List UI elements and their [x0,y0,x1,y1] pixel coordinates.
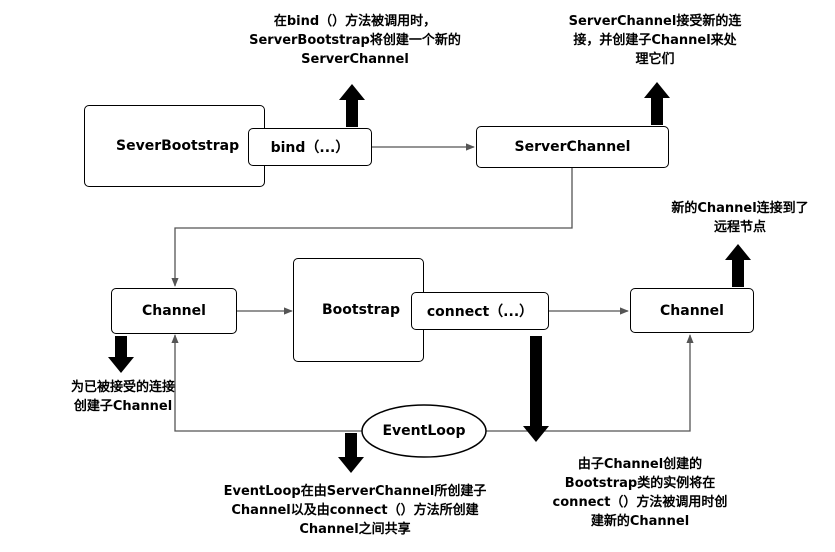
note-remote: 新的Channel连接到了 远程节点 [640,199,835,237]
severbootstrap-label: SeverBootstrap [116,138,240,154]
eventloop-label-wrap: EventLoop [372,420,476,442]
eventloop-label: EventLoop [382,423,466,439]
note-line: 为已被接受的连接 [70,380,175,395]
note-line: 接，并创建子Channel来处 [573,33,737,48]
channel-left-box: Channel [111,288,237,334]
note-line: Channel之间共享 [299,522,411,537]
bind-box: bind（...） [248,128,372,166]
note-line: ServerBootstrap将创建一个新的 [249,33,461,48]
channel-right-label: Channel [660,302,724,319]
note-line: EventLoop在由ServerChannel所创建子 [223,484,487,499]
note-line: 建新的Channel [590,514,690,529]
block-arrow-down-eventloop [338,433,364,473]
channel-left-label: Channel [142,303,206,319]
connect-label: connect（...） [426,304,534,320]
note-line: 在bind（）方法被调用时， [273,14,437,29]
note-connect: 由子Channel创建的 Bootstrap类的实例将在 connect（）方法… [515,455,765,531]
note-line: ServerChannel接受新的连 [568,14,742,29]
note-line: 远程节点 [713,220,766,235]
block-arrow-down-channel-left [108,336,134,373]
note-line: 创建子Channel [73,399,173,414]
note-line: Channel以及由connect（）方法所创建 [231,503,479,518]
note-line: 理它们 [635,52,675,67]
edge-eventloop-to-channel-left [171,334,362,432]
bootstrap-label: Bootstrap [322,302,400,318]
note-accepted: 为已被接受的连接 创建子Channel [28,378,218,416]
note-line: connect（）方法被调用时创 [552,495,728,510]
note-line: 新的Channel连接到了 [671,201,809,216]
bootstrap-box: Bootstrap [293,258,424,362]
edge-serverchannel-to-channel [171,167,573,287]
severbootstrap-box: SeverBootstrap [84,105,265,187]
connect-box: connect（...） [411,292,549,330]
block-arrow-up-bind [339,84,365,127]
eventloop-ellipse [361,404,487,458]
block-arrow-up-channel-right [725,244,751,287]
edge-eventloop-to-channel-right [486,334,694,432]
serverchannel-label: ServerChannel [514,139,631,155]
note-serverchannel: ServerChannel接受新的连 接，并创建子Channel来处 理它们 [535,12,775,69]
bind-label: bind（...） [270,140,350,156]
note-eventloop: EventLoop在由ServerChannel所创建子 Channel以及由c… [200,482,510,539]
serverchannel-box: ServerChannel [476,126,669,168]
block-arrow-down-connect [523,336,549,442]
block-arrow-up-serverchannel [644,82,670,125]
note-bind: 在bind（）方法被调用时， ServerBootstrap将创建一个新的 Se… [210,12,500,69]
note-line: 由子Channel创建的 [577,457,703,472]
channel-right-box: Channel [630,288,754,333]
note-line: Bootstrap类的实例将在 [564,476,716,491]
note-line: ServerChannel [301,52,409,67]
